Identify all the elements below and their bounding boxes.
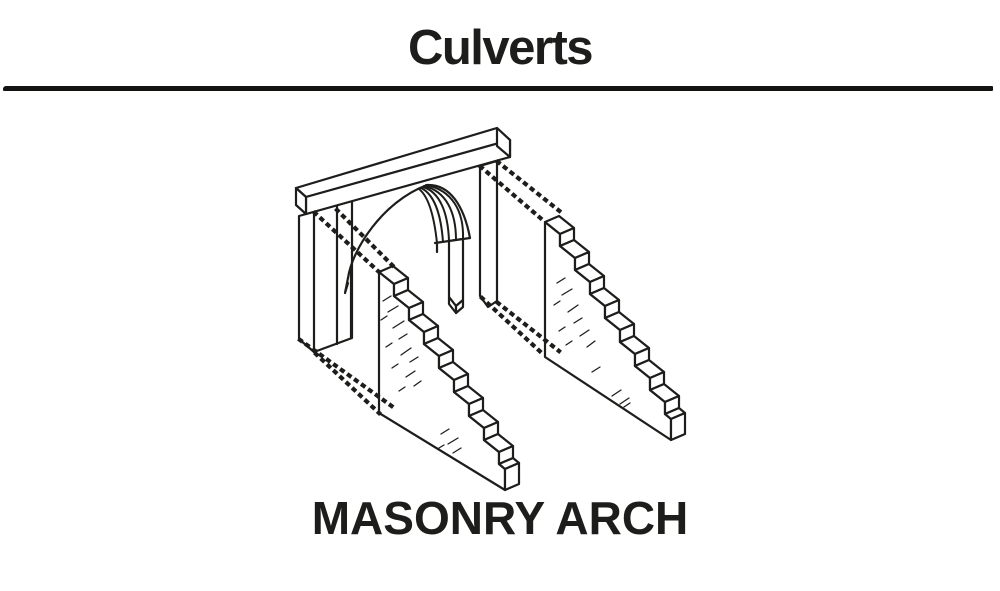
left-wall-stone-texture (380, 295, 462, 454)
align-top-right-outer (495, 159, 565, 216)
align-bottom-right-inner (479, 295, 548, 359)
right-wing-wall (543, 214, 687, 442)
alignment-dotted-lines (297, 159, 565, 416)
title-divider-rule (3, 86, 993, 91)
left-wall-steps (377, 264, 521, 492)
arch-soffit-rings (418, 184, 472, 245)
portal-cap-beam (294, 126, 512, 216)
align-top-right-inner (478, 164, 548, 225)
portal-right-pier (478, 159, 499, 309)
left-wing-wall (377, 264, 521, 492)
page-title: Culverts (407, 21, 594, 75)
arch-springing-notch (343, 276, 350, 295)
right-wall-stone-texture (553, 277, 631, 408)
align-bottom-left-inner (313, 351, 382, 416)
right-wall-steps (543, 214, 687, 442)
align-bottom-left-outer (297, 337, 396, 410)
align-top-left-inner (312, 210, 382, 275)
figure-caption: MASONRY ARCH (311, 492, 689, 544)
portal-left-pier (297, 199, 354, 354)
arch-inner-jamb (435, 237, 465, 315)
